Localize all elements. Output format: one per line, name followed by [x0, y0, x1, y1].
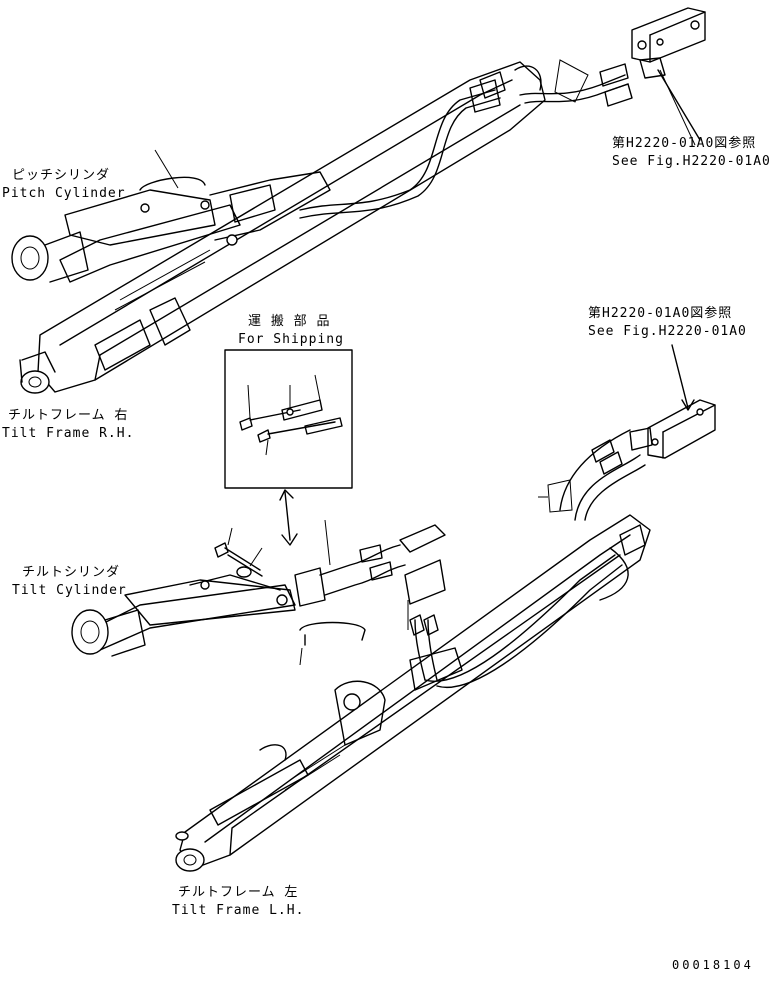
tilt-cylinder-label-jp: チルトシリンダ: [22, 565, 121, 580]
leader-ref-top: [659, 69, 696, 146]
tilt-cylinder: [71, 574, 366, 666]
ref-mid-label-jp: 第H2220-01A0図参照: [588, 306, 733, 321]
tilt-frame-lh: [175, 514, 651, 872]
tilt-cylinder-label-en: Tilt Cylinder: [12, 583, 127, 598]
shipping-arrow: [279, 489, 298, 546]
lower-hoses: [294, 429, 646, 691]
tilt-frame-rh-label-jp: チルトフレーム 右: [8, 408, 129, 423]
pitch-cylinder-label-jp: ピッチシリンダ: [12, 168, 111, 183]
tilt-frame-rh: [19, 61, 546, 394]
ref-top-label-en: See Fig.H2220-01A0: [612, 154, 771, 169]
upper-hoses: [299, 59, 633, 219]
tilt-frame-rh-label-en: Tilt Frame R.H.: [2, 426, 135, 441]
tilt-frame-lh-label-jp: チルトフレーム 左: [178, 885, 299, 900]
ref-mid-label-en: See Fig.H2220-01A0: [588, 324, 747, 339]
bolt-and-washer: [214, 527, 263, 578]
shipping-parts-box: [224, 349, 353, 489]
lower-valve-block: [629, 344, 716, 459]
ref-top-label-jp: 第H2220-01A0図参照: [612, 136, 757, 151]
tilt-frame-lh-label-en: Tilt Frame L.H.: [172, 903, 305, 918]
for-shipping-label-en: For Shipping: [238, 332, 344, 347]
for-shipping-label-jp: 運 搬 部 品: [248, 314, 331, 329]
drawing-number: 00018104: [672, 958, 754, 972]
pitch-cylinder-label-en: Pitch Cylinder: [2, 186, 126, 201]
pitch-cylinder: [11, 149, 331, 283]
upper-valve-block: [631, 7, 706, 141]
